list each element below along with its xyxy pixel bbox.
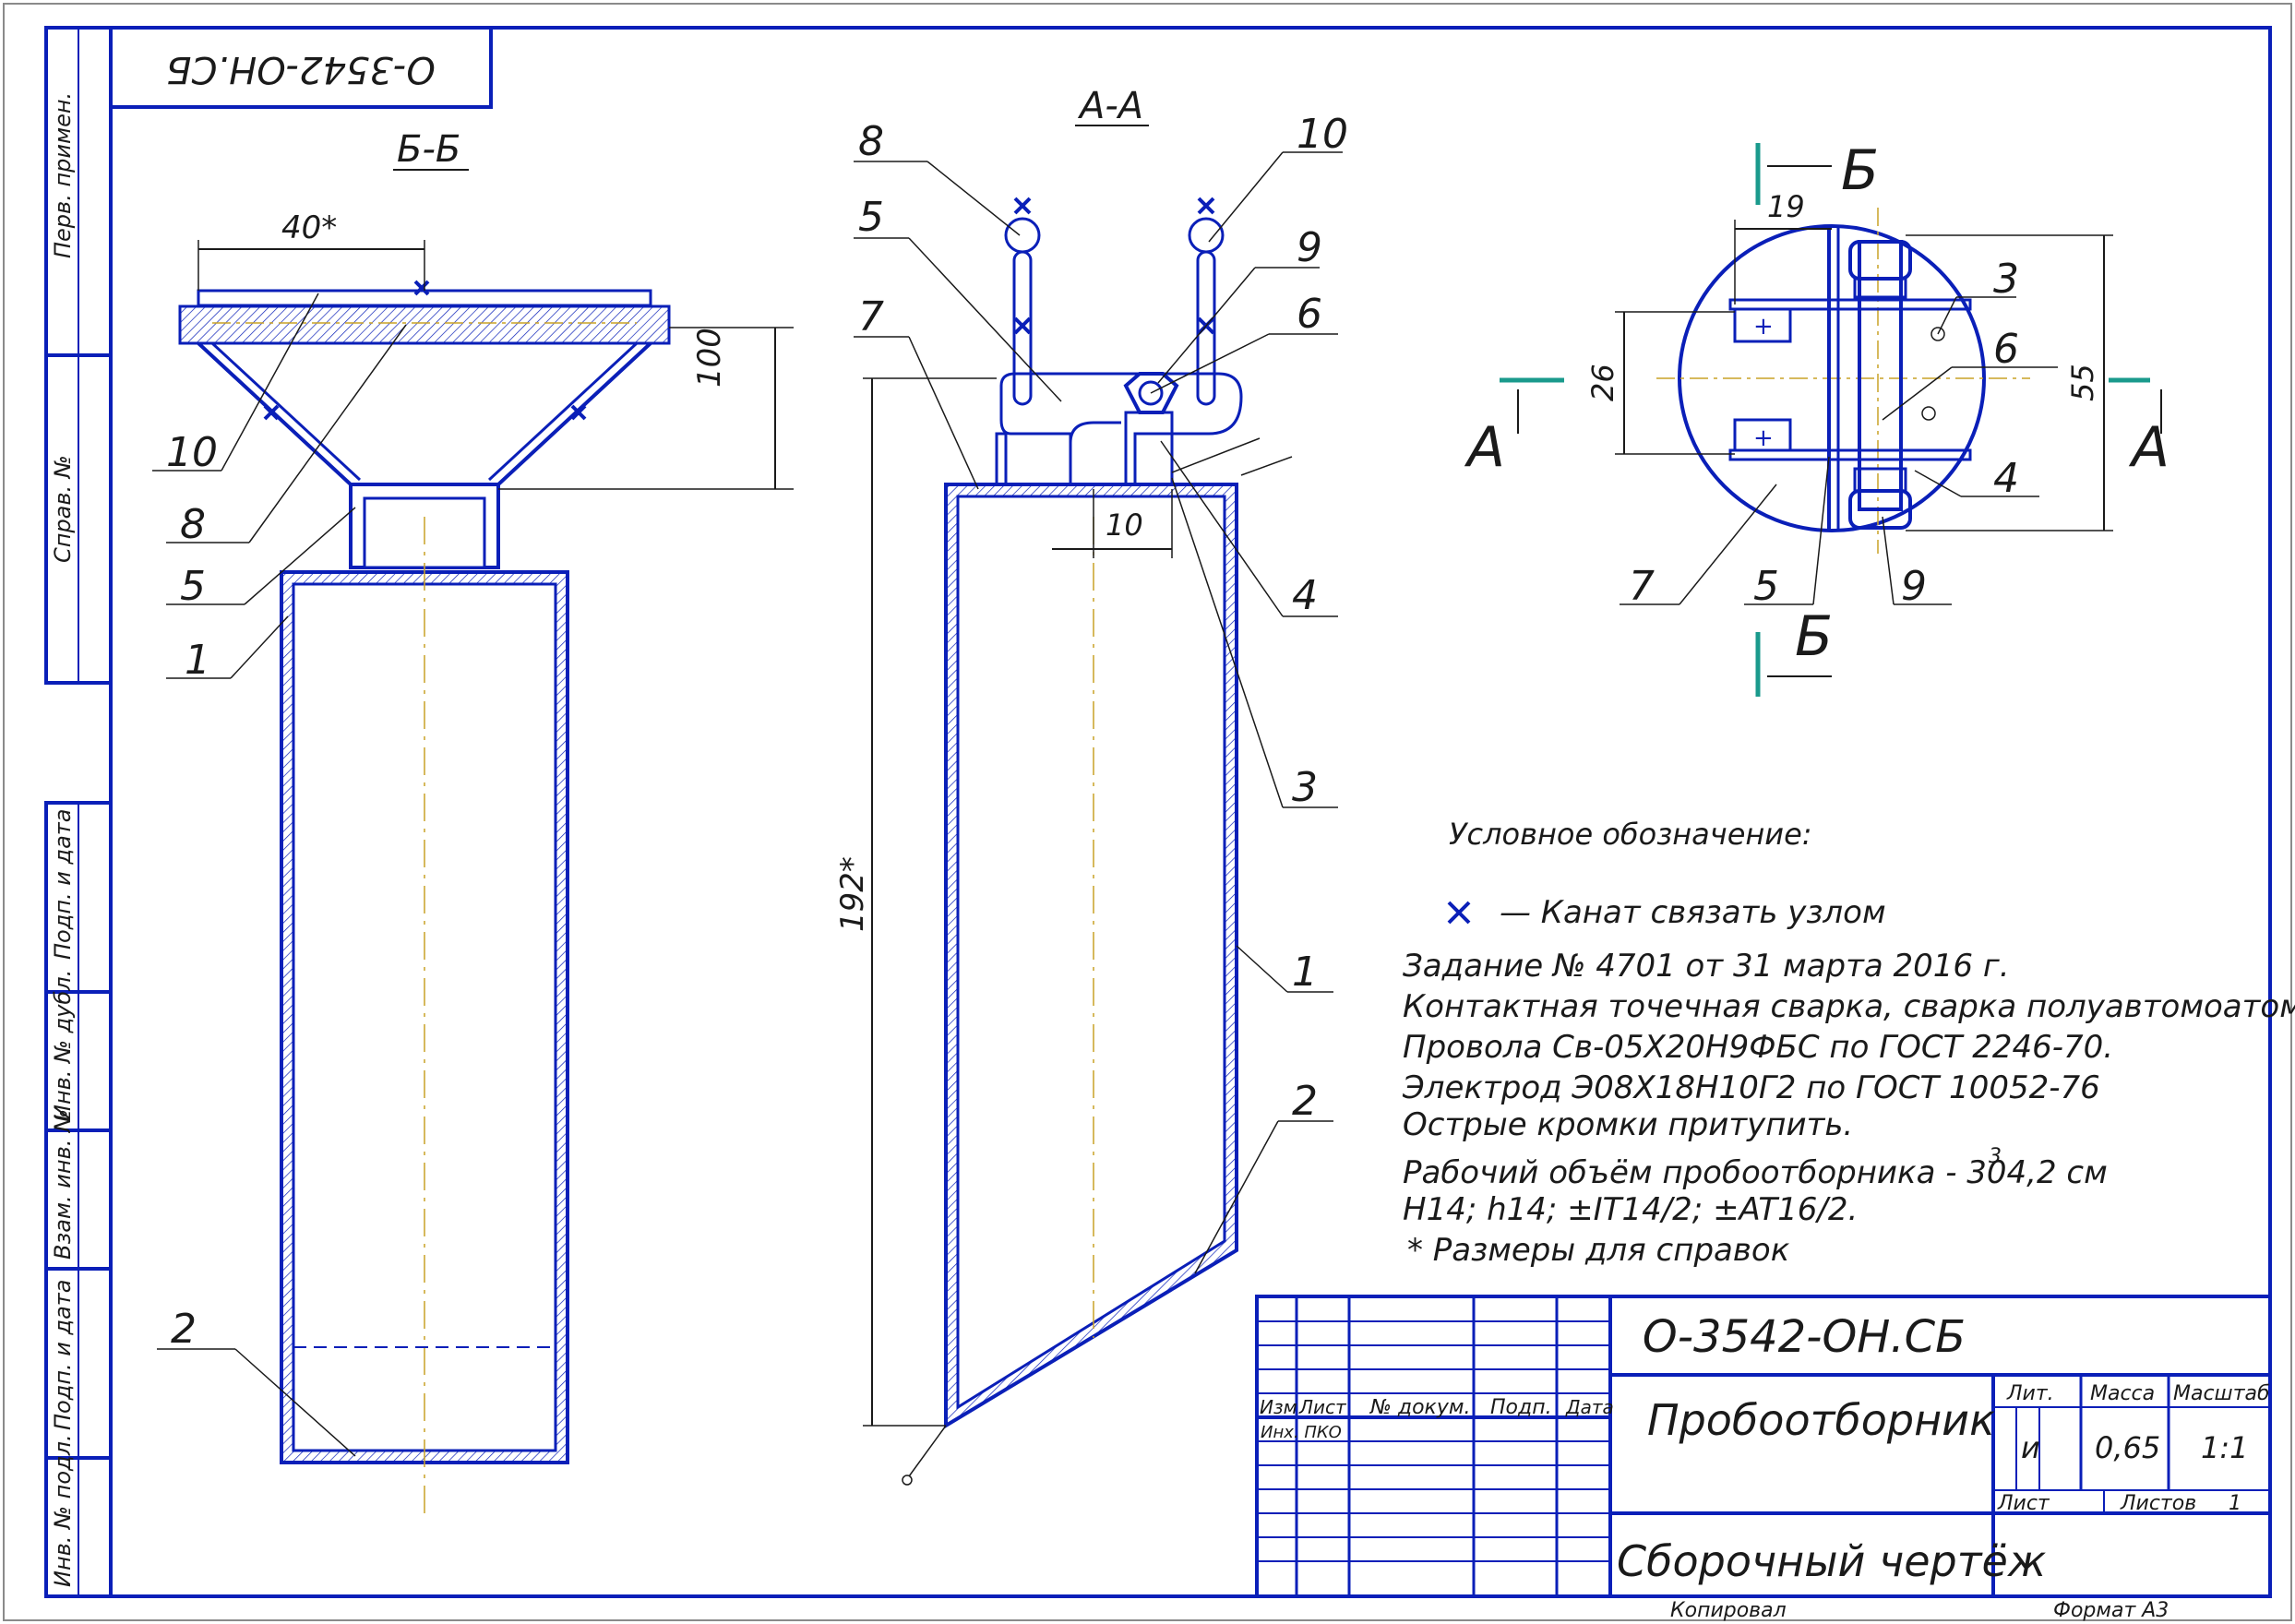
note-line-5: Острые кромки притупить. bbox=[1403, 1106, 1853, 1143]
top-callout-6: 6 bbox=[1993, 326, 2019, 373]
note-volume: Рабочий объём пробоотборника - 304,2 см bbox=[1403, 1154, 2108, 1191]
bb-callout-10: 10 bbox=[166, 429, 218, 476]
tb-col-list: Лист bbox=[1298, 1396, 1347, 1418]
tb-kopiroval: Копировал bbox=[1670, 1599, 1787, 1622]
notes: Условное обозначение: — Канат связать уз… bbox=[1402, 817, 2295, 1269]
label-vzam-inv: Взам. инв. № bbox=[50, 1109, 76, 1260]
bb-callout-2: 2 bbox=[171, 1306, 197, 1353]
label-perv-primen: Перв. примен. bbox=[50, 92, 76, 258]
section-mark-b-top: Б bbox=[1841, 138, 1879, 203]
aa-callout-5: 5 bbox=[858, 194, 884, 241]
aa-callout-1: 1 bbox=[1292, 949, 1318, 996]
aa-dim-gap: 10 bbox=[1106, 508, 1143, 543]
sheet-outer-border bbox=[3, 3, 2292, 1621]
bb-dim-width: 40* bbox=[281, 209, 337, 246]
bb-callout-5: 5 bbox=[180, 563, 206, 610]
top-callout-4: 4 bbox=[1993, 455, 2019, 502]
aa-callout-9: 9 bbox=[1297, 224, 1322, 271]
tb-massa-label: Масса bbox=[2090, 1382, 2155, 1405]
aa-callout-2: 2 bbox=[1292, 1078, 1318, 1125]
aa-callout-7: 7 bbox=[858, 293, 884, 340]
tb-masshtab-value: 1:1 bbox=[2201, 1430, 2249, 1465]
note-ref-sizes: * Размеры для справок bbox=[1407, 1232, 1790, 1269]
tb-name: Пробоотборник bbox=[1647, 1395, 1995, 1445]
tb-inkh-pko: Инх. ПКО bbox=[1261, 1423, 1342, 1442]
section-aa-label: А-А bbox=[1077, 85, 1143, 127]
note-volume-sup: 3 bbox=[1989, 1145, 2002, 1168]
note-line-1: Задание № 4701 от 31 марта 2016 г. bbox=[1403, 948, 2010, 985]
top-callout-5: 5 bbox=[1753, 563, 1779, 610]
view-bb: Б-Б 40* 100 10 bbox=[152, 128, 794, 1513]
top-plus-mark-1: + bbox=[1753, 313, 1774, 340]
note-line-2: Контактная точечная сварка, сварка полуа… bbox=[1403, 988, 2295, 1025]
aa-callout-4: 4 bbox=[1292, 572, 1318, 619]
section-mark-b-bottom: Б bbox=[1795, 604, 1833, 669]
legend-item: — Канат связать узлом bbox=[1500, 894, 1886, 931]
legend-title: Условное обозначение: bbox=[1449, 817, 1812, 852]
left-sidebar: Перв. примен. Справ. № Подп. и дата Инв.… bbox=[44, 26, 113, 1598]
tb-list-label: Лист bbox=[1997, 1492, 2050, 1515]
label-inv-podl: Инв. № подл. bbox=[50, 1434, 76, 1587]
view-top: + + 19 26 55 А А Б Б bbox=[1464, 138, 2169, 697]
tb-col-podp: Подп. bbox=[1490, 1396, 1552, 1419]
tb-col-data: Дата bbox=[1565, 1396, 1614, 1418]
tb-lit-label: Лит. bbox=[2006, 1382, 2054, 1405]
tb-doc-number: О-3542-ОН.СБ bbox=[1643, 1311, 1966, 1363]
view-aa: А-А 192* 10 bbox=[834, 85, 1348, 1486]
tb-masshtab-label: Масштаб bbox=[2173, 1382, 2270, 1405]
drawing-number-rotated: О-3542-ОН.СБ bbox=[166, 48, 436, 90]
section-bb-label: Б-Б bbox=[397, 128, 460, 171]
label-podp-data-2: Подп. и дата bbox=[50, 1280, 76, 1431]
bb-dim-height: 100 bbox=[691, 328, 728, 388]
top-callout-9: 9 bbox=[1901, 563, 1927, 610]
label-podp-data-1: Подп. и дата bbox=[50, 809, 76, 961]
top-plus-mark-2: + bbox=[1753, 424, 1774, 452]
rotated-number-box: О-3542-ОН.СБ bbox=[109, 26, 493, 109]
aa-callout-6: 6 bbox=[1297, 291, 1322, 338]
tb-format: Формат А3 bbox=[2053, 1599, 2169, 1622]
rope-knot-legend-icon bbox=[1447, 901, 1471, 925]
tb-lit-value: и bbox=[2021, 1430, 2040, 1465]
tb-listov-label: Листов bbox=[2120, 1492, 2196, 1515]
aa-callout-8: 8 bbox=[858, 118, 884, 165]
label-inv-dubl: Инв. № дубл. bbox=[50, 970, 76, 1121]
top-dim-26: 26 bbox=[1585, 364, 1620, 401]
title-block: Изм Лист № докум. Подп. Дата Инх. ПКО О-… bbox=[1255, 1295, 2272, 1622]
top-dim-19: 19 bbox=[1767, 189, 1805, 224]
note-tolerances: Н14; h14; ±IT14/2; ±AT16/2. bbox=[1403, 1191, 1858, 1228]
bb-callout-1: 1 bbox=[185, 637, 210, 684]
tb-doc-type: Сборочный чертёж bbox=[1617, 1536, 2047, 1586]
top-dim-55: 55 bbox=[2065, 364, 2100, 401]
section-mark-a-right: А bbox=[2128, 415, 2169, 480]
label-sprav-no: Справ. № bbox=[50, 455, 76, 563]
tb-massa-value: 0,65 bbox=[2095, 1430, 2160, 1465]
top-callout-7: 7 bbox=[1629, 563, 1655, 610]
tb-col-izm: Изм bbox=[1260, 1396, 1297, 1418]
aa-dim-height: 192* bbox=[834, 856, 871, 932]
section-mark-a-left: А bbox=[1464, 415, 1505, 480]
tb-listov-value: 1 bbox=[2229, 1492, 2241, 1515]
tb-col-dokum: № докум. bbox=[1369, 1396, 1470, 1419]
bb-callout-8: 8 bbox=[180, 501, 206, 548]
aa-callout-3: 3 bbox=[1292, 764, 1318, 811]
note-line-3: Провола Св-05Х20Н9ФБС по ГОСТ 2246-70. bbox=[1403, 1029, 2113, 1066]
note-line-4: Электрод Э08Х18Н10Г2 по ГОСТ 10052-76 bbox=[1402, 1069, 2100, 1106]
top-callout-3: 3 bbox=[1993, 256, 2019, 303]
aa-callout-10: 10 bbox=[1297, 111, 1348, 158]
